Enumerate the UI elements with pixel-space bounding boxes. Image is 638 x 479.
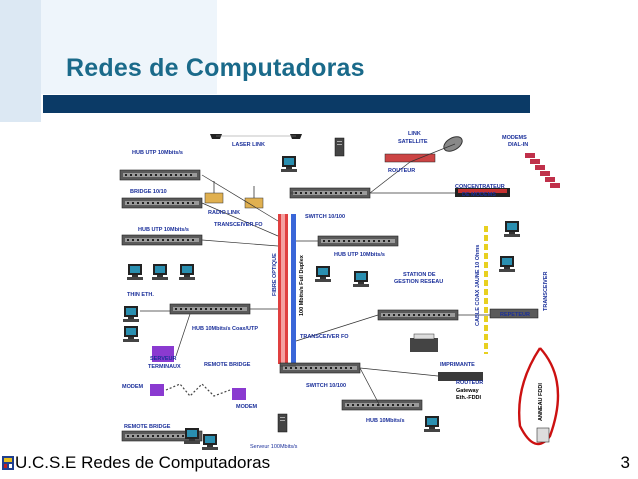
laser-emitter-left-icon [210, 134, 222, 139]
label-hub-utp-top: HUB UTP 10Mbits/s [132, 150, 183, 156]
label-hub-utp-right: HUB UTP 10Mbits/s [334, 252, 385, 258]
footer: U.C.S.E Redes de Computadoras [2, 453, 270, 473]
switch-top [289, 187, 371, 199]
label-hub-coax: HUB 10Mbits/s Coax/UTP [192, 326, 258, 332]
hub-utp-right [317, 235, 399, 247]
label-serveur-100: Serveur 100Mbits/s [250, 444, 298, 450]
label-transceiver-bottom: TRANSCEIVER FO [300, 334, 349, 340]
footer-text: U.C.S.E Redes de Computadoras [15, 453, 271, 472]
server-tower-icon [277, 413, 288, 433]
label-serveur: SERVEUR [150, 356, 177, 362]
fullduplex-link [291, 214, 296, 364]
pc-icon [127, 264, 143, 280]
pc-icon [123, 306, 139, 322]
label-link: LINK [408, 131, 421, 137]
bridge-rack [121, 197, 203, 209]
university-logo-icon [2, 456, 14, 470]
fddi-ring [518, 347, 560, 446]
label-modem-left: MODEM [122, 384, 144, 390]
pc-icon [179, 264, 195, 280]
printer-icon [410, 338, 438, 352]
label-de-modems: DE MODEMS [462, 192, 496, 198]
pc-icon [152, 264, 168, 280]
pc-icon [202, 434, 218, 450]
hub-coax-utp [169, 303, 251, 315]
pc-icon [123, 326, 139, 342]
satellite-dish-icon [443, 136, 463, 152]
label-gestion: GESTION RESEAU [394, 279, 443, 285]
label-anneau-fddi: ANNEAU FDDI [538, 383, 544, 421]
pc-icon [184, 428, 200, 444]
label-gateway: Gateway [456, 388, 480, 394]
slide-title: Redes de Computadoras [66, 54, 365, 82]
label-station: STATION DE [403, 272, 436, 278]
modem-left-box [150, 384, 164, 396]
label-hub-10-bottom: HUB 10Mbits/s [366, 418, 405, 424]
page-number: 3 [620, 453, 630, 472]
pc-icon [499, 256, 515, 272]
label-laser-link: LASER LINK [232, 142, 265, 148]
label-bridge: BRIDGE 10/10 [130, 189, 167, 195]
label-fibre-optique: FIBRE OPTIQUE [272, 253, 278, 296]
network-diagram: HUB UTP 10Mbits/s LASER LINK LINK SATELL… [119, 131, 560, 450]
label-repeteur: REPETEUR [500, 312, 530, 318]
switch-bottom [279, 362, 361, 374]
hub-utp-top [119, 169, 201, 181]
label-eth-fddi: Eth.-FDDI [456, 395, 482, 401]
radio-link-left [204, 192, 224, 204]
label-full-duplex: 100 Mbits/s Full Duplex [299, 254, 305, 316]
label-remote-bridge-bottom: REMOTE BRIDGE [124, 424, 171, 430]
label-transceiver-top: TRANSCEIVER FO [214, 222, 263, 228]
label-modems: MODEMS [502, 135, 527, 141]
label-radio-link: RADIO LINK [208, 210, 240, 216]
hub-utp-middle [121, 234, 203, 246]
pc-icon [353, 271, 369, 287]
laser-emitter-right-icon [290, 134, 302, 139]
label-terminaux: TERMINAUX [148, 364, 181, 370]
label-switch-top: SWITCH 10/100 [305, 214, 345, 220]
fddi-station-icon [536, 427, 550, 443]
label-imprimante: IMPRIMANTE [440, 362, 475, 368]
label-remote-bridge-top: REMOTE BRIDGE [204, 362, 251, 368]
label-cable-coax: CABLE COAX JAUNE 10 Ohms [475, 245, 481, 326]
label-dial-in: DIAL-IN [508, 142, 528, 148]
pc-icon [504, 221, 520, 237]
label-concentrateur: CONCENTRATEUR [455, 184, 505, 190]
title-underline-bar [43, 95, 530, 113]
label-transceiver-vertical: TRANSCEIVER [543, 272, 549, 311]
label-switch-bottom: SWITCH 10/100 [306, 383, 346, 389]
hub-10-bottom [341, 399, 423, 411]
label-hub-utp-middle: HUB UTP 10Mbits/s [138, 227, 189, 233]
serveur-terminaux-box [152, 346, 174, 362]
label-thin-eth: THIN ETH. [127, 292, 154, 298]
label-routeur-bottom: ROUTEUR [456, 380, 483, 386]
pc-icon [424, 416, 440, 432]
background-corner-strip [0, 0, 41, 122]
label-routeur-top: ROUTEUR [388, 168, 415, 174]
gateway-router [438, 372, 483, 381]
routeur-rack [377, 309, 459, 321]
modem-right-box [232, 388, 246, 400]
repeteur-box [489, 308, 539, 319]
server-tower-icon [334, 137, 345, 157]
pc-icon [281, 156, 297, 172]
pc-icon [315, 266, 331, 282]
label-modem-right: MODEM [236, 404, 258, 410]
label-satellite: SATELLITE [398, 139, 428, 145]
